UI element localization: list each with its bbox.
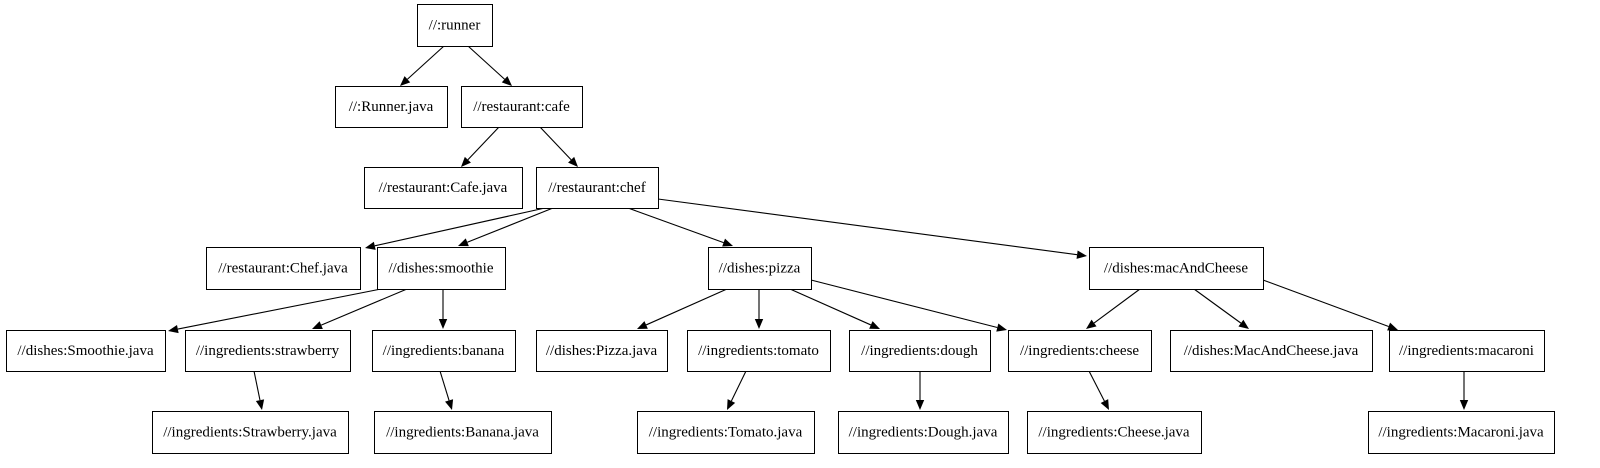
graph-node[interactable]: //dishes:Smoothie.java: [6, 330, 166, 372]
graph-node[interactable]: //restaurant:Chef.java: [206, 247, 361, 290]
graph-edge: [637, 288, 728, 329]
graph-edge: [915, 371, 925, 410]
node-box[interactable]: [1089, 247, 1264, 290]
node-label: //dishes:Smoothie.java: [17, 343, 154, 359]
node-label: //ingredients:Dough.java: [849, 424, 998, 440]
graph-edge: [539, 126, 578, 167]
node-box[interactable]: [637, 411, 815, 454]
graph-edge: [627, 207, 733, 247]
graph-node[interactable]: //:Runner.java: [335, 86, 448, 128]
edge-layer: [168, 45, 1469, 410]
node-label: //ingredients:strawberry: [196, 343, 340, 359]
graph-node[interactable]: //ingredients:macaroni: [1389, 330, 1545, 372]
graph-edge: [467, 45, 512, 86]
graph-node[interactable]: //ingredients:tomato: [687, 330, 831, 372]
graph-node[interactable]: //ingredients:Macaroni.java: [1368, 411, 1555, 454]
node-label: //restaurant:Cafe.java: [379, 180, 508, 196]
graph-node[interactable]: //restaurant:Cafe.java: [364, 167, 523, 209]
graph-node[interactable]: //ingredients:dough: [849, 330, 991, 372]
node-box[interactable]: [536, 167, 659, 209]
node-box[interactable]: [374, 411, 552, 454]
node-box[interactable]: [364, 167, 523, 209]
graph-node[interactable]: //dishes:smoothie: [377, 247, 506, 290]
graph-edge: [365, 207, 546, 250]
graph-node[interactable]: //dishes:macAndCheese: [1089, 247, 1264, 290]
node-box[interactable]: [849, 330, 991, 372]
node-label: //ingredients:Macaroni.java: [1378, 424, 1544, 440]
node-label: //ingredients:banana: [383, 343, 505, 359]
graph-node[interactable]: //dishes:MacAndCheese.java: [1170, 330, 1373, 372]
graph-edge: [461, 126, 500, 167]
node-box[interactable]: [377, 247, 506, 290]
graph-edge: [727, 370, 747, 410]
node-label: //restaurant:Chef.java: [218, 260, 348, 276]
graph-edge: [1193, 288, 1249, 329]
graph-node[interactable]: //ingredients:cheese: [1008, 330, 1152, 372]
node-label: //dishes:macAndCheese: [1104, 260, 1248, 276]
graph-node[interactable]: //dishes:Pizza.java: [536, 330, 668, 372]
node-box[interactable]: [335, 86, 448, 128]
graph-node[interactable]: //ingredients:banana: [372, 330, 516, 372]
node-box[interactable]: [838, 411, 1009, 454]
node-box[interactable]: [536, 330, 668, 372]
node-label: //ingredients:cheese: [1020, 343, 1139, 359]
graph-edge: [1086, 288, 1141, 329]
node-label: //dishes:MacAndCheese.java: [1184, 343, 1359, 359]
node-label: //restaurant:chef: [548, 180, 645, 196]
graph-node[interactable]: //ingredients:Banana.java: [374, 411, 552, 454]
node-label: //ingredients:tomato: [698, 343, 819, 359]
node-box[interactable]: [1027, 411, 1202, 454]
graph-node[interactable]: //restaurant:chef: [536, 167, 659, 209]
graph-edge: [438, 289, 448, 329]
graph-edge: [810, 279, 1007, 332]
node-label: //dishes:pizza: [719, 260, 801, 276]
node-label: //ingredients:macaroni: [1399, 343, 1534, 359]
graph-edge: [1088, 370, 1109, 410]
graph-edge: [754, 289, 764, 329]
graph-node[interactable]: //restaurant:cafe: [461, 86, 583, 128]
graph-edge: [657, 198, 1087, 259]
graph-edge: [253, 370, 265, 410]
node-box[interactable]: [372, 330, 516, 372]
node-label: //:runner: [429, 17, 481, 33]
node-label: //ingredients:dough: [861, 343, 978, 359]
node-label: //dishes:smoothie: [389, 260, 494, 276]
node-label: //ingredients:Strawberry.java: [163, 424, 337, 440]
node-label: //ingredients:Tomato.java: [649, 424, 803, 440]
graph-node[interactable]: //ingredients:Cheese.java: [1027, 411, 1202, 454]
node-label: //restaurant:cafe: [473, 99, 570, 115]
node-box[interactable]: [1368, 411, 1555, 454]
graph-edge: [789, 288, 880, 329]
graph-edge: [400, 45, 445, 86]
graph-edge: [168, 288, 382, 334]
graph-node[interactable]: //dishes:pizza: [708, 247, 812, 290]
graph-edge: [458, 207, 554, 247]
node-box[interactable]: [152, 411, 349, 454]
graph-edge: [312, 288, 408, 329]
node-box[interactable]: [206, 247, 361, 290]
node-label: //:Runner.java: [349, 99, 434, 115]
node-box[interactable]: [1008, 330, 1152, 372]
graph-node[interactable]: //ingredients:Tomato.java: [637, 411, 815, 454]
graph-node[interactable]: //ingredients:Strawberry.java: [152, 411, 349, 454]
node-box[interactable]: [1389, 330, 1545, 372]
node-label: //ingredients:Cheese.java: [1038, 424, 1190, 440]
node-label: //dishes:Pizza.java: [546, 343, 658, 359]
graph-node[interactable]: //:runner: [417, 4, 493, 47]
node-label: //ingredients:Banana.java: [386, 424, 539, 440]
node-box[interactable]: [417, 4, 493, 47]
node-box[interactable]: [185, 330, 351, 372]
node-box[interactable]: [687, 330, 831, 372]
graph-edge: [1459, 371, 1469, 410]
node-layer: //:runner //:Runner.java //restaurant:cafe…: [6, 4, 1555, 454]
graph-node[interactable]: //ingredients:Dough.java: [838, 411, 1009, 454]
graph-edge: [439, 370, 454, 410]
node-box[interactable]: [6, 330, 166, 372]
node-box[interactable]: [1170, 330, 1373, 372]
node-box[interactable]: [708, 247, 812, 290]
node-box[interactable]: [461, 86, 583, 128]
graph-edge: [1262, 279, 1398, 331]
graph-node[interactable]: //ingredients:strawberry: [185, 330, 351, 372]
